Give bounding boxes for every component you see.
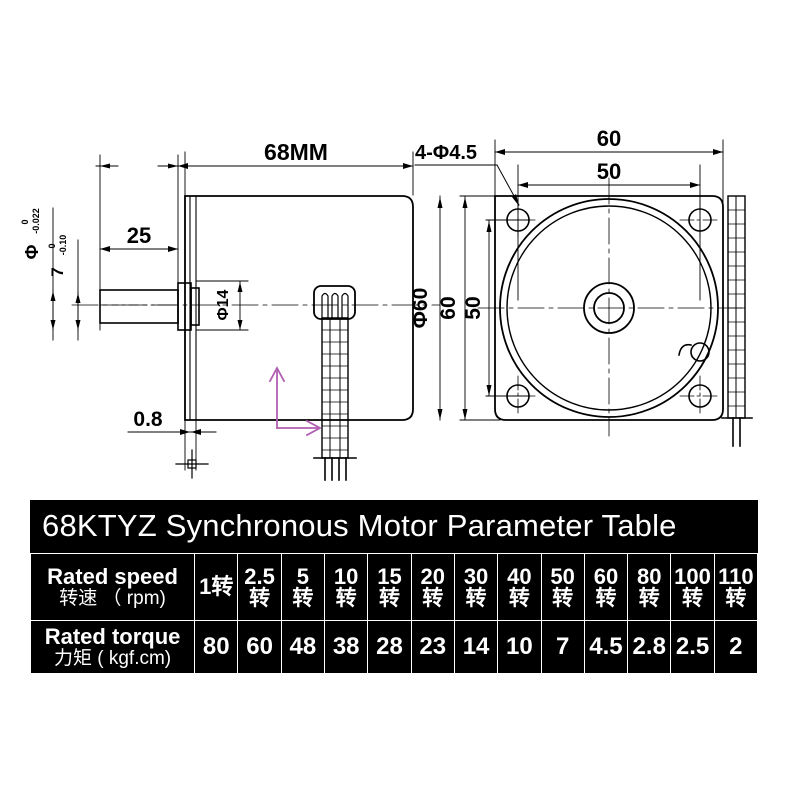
dim-body-diameter: Φ60	[409, 288, 432, 329]
dim-front-width: 60	[597, 126, 621, 151]
cell-torque-1: 60	[237, 620, 282, 674]
cell-speed-8: 50 转	[540, 553, 585, 621]
speed-value-5: 20	[420, 563, 445, 589]
cell-speed-3: 10 转	[324, 553, 369, 621]
svg-text:0: 0	[47, 243, 57, 248]
motor-front-plate	[494, 195, 724, 421]
speed-unit-11: 转	[682, 586, 704, 610]
svg-text:-0.10: -0.10	[58, 235, 68, 256]
svg-text:Φ: Φ	[22, 244, 42, 259]
speed-value-2: 5	[296, 563, 309, 589]
speed-value-8: 50	[550, 563, 575, 589]
orientation-arrow-marker	[268, 366, 322, 437]
cell-torque-8: 7	[540, 620, 585, 674]
dim-shaft-diameter-tolerance: Φ 0 -0.022	[20, 208, 42, 259]
table-row-rated-torque: Rated torque 力矩 ( kgf.cm) 80 60 48 38 28…	[29, 620, 759, 674]
row-label-rated-speed: Rated speed 转速 （ rpm)	[29, 553, 196, 621]
center-mark-symbol	[175, 449, 209, 479]
dim-front-height: 60	[437, 296, 460, 319]
cell-speed-6: 30 转	[453, 553, 499, 621]
svg-text:7: 7	[48, 267, 67, 276]
speed-value-7: 40	[507, 563, 532, 589]
svg-text:0: 0	[20, 219, 30, 224]
row-label-rated-torque-en: Rated torque	[44, 624, 181, 650]
dim-plate-thickness: 0.8	[133, 408, 163, 431]
speed-unit-4: 转	[378, 586, 400, 610]
cell-speed-4: 15 转	[367, 553, 412, 621]
cell-speed-9: 60 转	[583, 553, 629, 621]
cell-torque-10: 2.8	[627, 620, 672, 674]
speed-unit-8: 转	[552, 586, 574, 610]
speed-unit-7: 转	[508, 586, 530, 610]
motor-body-outline	[184, 195, 414, 421]
table-row-rated-speed: Rated speed 转速 （ rpm) 1转 2.5 转 5 转 10 转	[29, 553, 759, 621]
cell-speed-12: 110 转	[713, 553, 759, 621]
speed-unit-10: 转	[638, 586, 660, 610]
cell-torque-5: 23	[410, 620, 455, 674]
cell-speed-7: 40 转	[497, 553, 542, 621]
dim-hole-callout: 4-Φ4.5	[415, 142, 477, 164]
row-label-rated-speed-zh: 转速 （ rpm)	[59, 587, 166, 609]
speed-value-9: 60	[593, 563, 619, 589]
speed-unit-3: 转	[335, 586, 357, 610]
dim-overall-length: 68MM	[264, 139, 328, 165]
speed-value-3: 10	[333, 563, 359, 589]
speed-unit-1: 转	[249, 586, 271, 610]
cell-torque-12: 2	[713, 620, 759, 674]
row-label-rated-torque-zh: 力矩 ( kgf.cm)	[53, 647, 172, 669]
svg-text:-0.022: -0.022	[31, 208, 41, 234]
motor-dimension-drawing: 68MM 25 Φ 0 -0.022	[20, 126, 753, 481]
speed-value-0: 1	[199, 574, 212, 599]
cell-speed-11: 100 转	[670, 553, 715, 621]
dim-shaft-length: 25	[127, 223, 151, 248]
parameter-table-panel: 68KTYZ Synchronous Motor Parameter Table…	[29, 500, 759, 674]
cell-speed-0: 1转	[194, 553, 239, 621]
row-label-rated-speed-en: Rated speed	[47, 564, 178, 590]
cell-torque-4: 28	[367, 620, 412, 674]
dim-flat-height-tolerance: 7 0 -0.10	[47, 235, 68, 277]
dim-bolt-pattern-vertical: 50	[462, 296, 485, 319]
parameter-table: Rated speed 转速 （ rpm) 1转 2.5 转 5 转 10 转	[29, 553, 759, 674]
cell-speed-5: 20 转	[410, 553, 455, 621]
motor-shaft	[99, 289, 179, 324]
speed-value-12: 110	[718, 563, 754, 589]
cell-torque-6: 14	[453, 620, 499, 674]
speed-unit-2: 转	[292, 586, 314, 610]
speed-value-11: 100	[674, 563, 711, 589]
cell-speed-10: 80 转	[627, 553, 672, 621]
parameter-table-title: 68KTYZ Synchronous Motor Parameter Table	[30, 500, 758, 553]
row-label-rated-torque: Rated torque 力矩 ( kgf.cm)	[29, 620, 196, 674]
speed-unit-0: 转	[211, 574, 234, 599]
speed-value-4: 15	[377, 563, 402, 589]
technical-drawing: 68MM 25 Φ 0 -0.022	[20, 126, 753, 481]
cell-torque-7: 10	[497, 620, 542, 674]
speed-unit-9: 转	[595, 586, 617, 610]
speed-unit-6: 转	[465, 586, 487, 610]
motor-cable	[313, 285, 357, 481]
cell-torque-9: 4.5	[583, 620, 629, 674]
speed-unit-5: 转	[422, 586, 444, 610]
speed-value-1: 2.5	[244, 563, 275, 589]
cell-speed-1: 2.5 转	[237, 553, 282, 621]
speed-unit-12: 转	[725, 586, 747, 610]
speed-value-10: 80	[637, 563, 662, 589]
cell-torque-3: 38	[324, 620, 369, 674]
cell-torque-11: 2.5	[670, 620, 715, 674]
cell-torque-2: 48	[280, 620, 326, 674]
housing-lug	[678, 342, 710, 362]
speed-value-6: 30	[463, 563, 489, 589]
dim-boss-diameter: Φ14	[215, 289, 232, 320]
front-view-cable	[721, 195, 753, 447]
cell-speed-2: 5 转	[280, 553, 326, 621]
cell-torque-0: 80	[194, 620, 239, 674]
